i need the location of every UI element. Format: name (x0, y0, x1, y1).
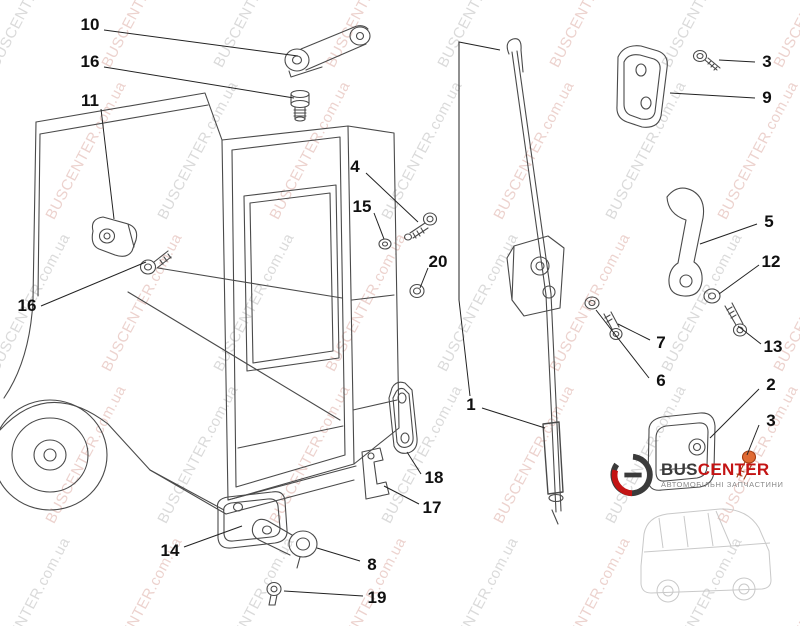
leader-line-19 (283, 590, 364, 597)
part-bracket-17 (361, 447, 390, 500)
leader-line-3 (718, 59, 756, 63)
leader-line-8 (316, 547, 361, 562)
leader-line-20 (419, 267, 429, 289)
part-plate-18 (388, 381, 418, 454)
logo-tagline: АВТОМОБІЛЬНІ ЗАПЧАСТИНИ (661, 479, 784, 489)
buscenter-emblem-icon (610, 453, 653, 497)
part-lock-rod-1 (506, 38, 565, 525)
leader-line-7 (617, 323, 651, 341)
part-bracket-10 (284, 25, 371, 78)
leader-line-3 (746, 424, 760, 456)
leader-line-1 (481, 407, 546, 429)
part-hinge-11 (91, 216, 138, 257)
logo-text: BUSCENTER АВТОМОБІЛЬНІ ЗАПЧАСТИНИ (661, 461, 784, 489)
callout-number-12: 12 (761, 252, 781, 271)
leader-line-2 (709, 388, 760, 439)
callout-number-13: 13 (763, 337, 783, 356)
part-stud-16 (290, 89, 310, 122)
callout-number-15: 15 (352, 197, 372, 216)
leader-line-17 (383, 485, 420, 505)
callout-number-10: 10 (80, 15, 100, 34)
part-washer-6 (584, 296, 600, 310)
leader-line-1 (458, 41, 501, 397)
callout-number-8: 8 (367, 555, 377, 574)
callout-number-20: 20 (428, 252, 448, 271)
callout-number-2: 2 (766, 375, 776, 394)
callout-number-11: 11 (81, 91, 99, 110)
leader-lines (40, 29, 762, 597)
leader-line-16 (103, 66, 295, 99)
part-striker-plate-9 (616, 45, 668, 128)
part-washer-15 (378, 238, 392, 250)
leader-line-14 (183, 525, 243, 548)
leader-line-12 (718, 264, 760, 295)
leader-line-4 (365, 172, 419, 223)
part-lock-body-2 (647, 412, 716, 491)
leader-line-16 (40, 261, 147, 307)
leader-line-18 (406, 451, 422, 475)
part-plunger-4 (403, 212, 438, 241)
callout-number-5: 5 (764, 212, 774, 231)
part-handle-base-8 (251, 518, 318, 569)
callout-number-17: 17 (422, 498, 442, 517)
part-ring-20 (409, 283, 425, 299)
van-line-art (0, 92, 400, 515)
part-screw-7 (603, 311, 623, 341)
callout-number-4: 4 (350, 157, 360, 176)
buscenter-logo: BUSCENTER АВТОМОБІЛЬНІ ЗАПЧАСТИНИ (610, 452, 784, 498)
leader-line-11 (100, 108, 115, 220)
ghost-van-illustration (640, 508, 772, 603)
callout-number-16: 16 (17, 296, 37, 315)
leader-line-6 (595, 309, 650, 379)
leader-line-10 (103, 29, 299, 57)
part-bolt-16 (139, 250, 172, 275)
callout-number-7: 7 (656, 333, 666, 352)
leader-line-9 (669, 92, 756, 99)
part-screw-3-lock (736, 450, 757, 480)
callout-number-6: 6 (656, 371, 666, 390)
part-screw-19 (266, 581, 282, 606)
part-handle-5 (666, 187, 705, 297)
callout-number-18: 18 (424, 468, 444, 487)
callout-number-16: 16 (80, 52, 100, 71)
leader-line-15 (373, 212, 385, 240)
part-screw-3-top (692, 49, 721, 71)
callout-number-14: 14 (160, 541, 180, 560)
logo-brand: BUSCENTER (661, 461, 784, 479)
callout-number-9: 9 (762, 88, 772, 107)
parts-group (91, 25, 757, 606)
leader-line-13 (737, 325, 762, 345)
callout-number-19: 19 (367, 588, 387, 607)
part-washer-12 (703, 288, 721, 304)
logo-brand-center: CENTER (697, 460, 770, 480)
callout-number-3: 3 (762, 52, 772, 71)
logo-brand-bus: BUS (661, 460, 698, 480)
callout-number-3: 3 (766, 411, 776, 430)
callout-number-1: 1 (466, 395, 476, 414)
leader-line-5 (699, 223, 758, 245)
